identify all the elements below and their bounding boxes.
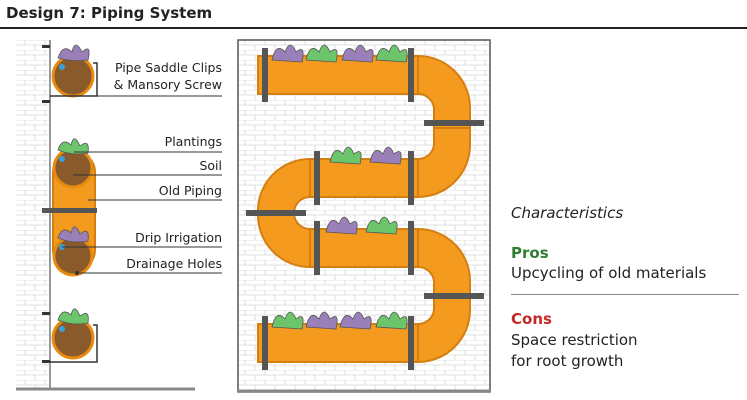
label-leader-lines: [62, 95, 222, 274]
side-wall-bricks: [16, 40, 50, 390]
title-divider: [0, 27, 747, 29]
label-pipe-saddle-1: Pipe Saddle Clips: [114, 60, 222, 75]
pipe-run-4: [257, 323, 419, 363]
page-title: Design 7: Piping System: [6, 4, 213, 22]
pipe-elbow-6: [417, 296, 471, 364]
pipe-elbow-1: [417, 54, 471, 129]
label-pipe-saddle-2: & Mansory Screw: [113, 77, 222, 92]
pipe-elbow-3: [256, 157, 311, 214]
pros-cons-divider: [511, 294, 739, 295]
front-view: [237, 39, 491, 393]
pipe-run-1: [257, 55, 419, 95]
side-pot-4: [42, 308, 98, 363]
side-view: [16, 40, 222, 391]
side-pot-1: [42, 44, 98, 103]
pipe-elbow-2: [417, 127, 471, 199]
cons-heading: Cons: [511, 310, 552, 328]
label-drip-irrigation: Drip Irrigation: [135, 230, 222, 245]
label-old-piping: Old Piping: [158, 183, 222, 198]
label-soil: Soil: [199, 158, 222, 173]
pipe-clamps: [246, 48, 484, 370]
pipe-run-3: [309, 228, 419, 268]
pipe-elbow-4: [256, 212, 311, 269]
cons-text-line1: Space restriction: [511, 331, 638, 349]
label-plantings: Plantings: [164, 134, 222, 149]
characteristics-heading: Characteristics: [511, 204, 624, 222]
cons-text-line2: for root growth: [511, 352, 624, 370]
label-drainage-holes: Drainage Holes: [126, 256, 222, 271]
pipe-run-2: [309, 158, 419, 198]
purple-plant: [57, 44, 90, 62]
pros-text: Upcycling of old materials: [511, 264, 707, 282]
pros-heading: Pros: [511, 244, 549, 262]
front-plants: [271, 44, 408, 330]
pipe-elbow-5: [417, 227, 471, 298]
